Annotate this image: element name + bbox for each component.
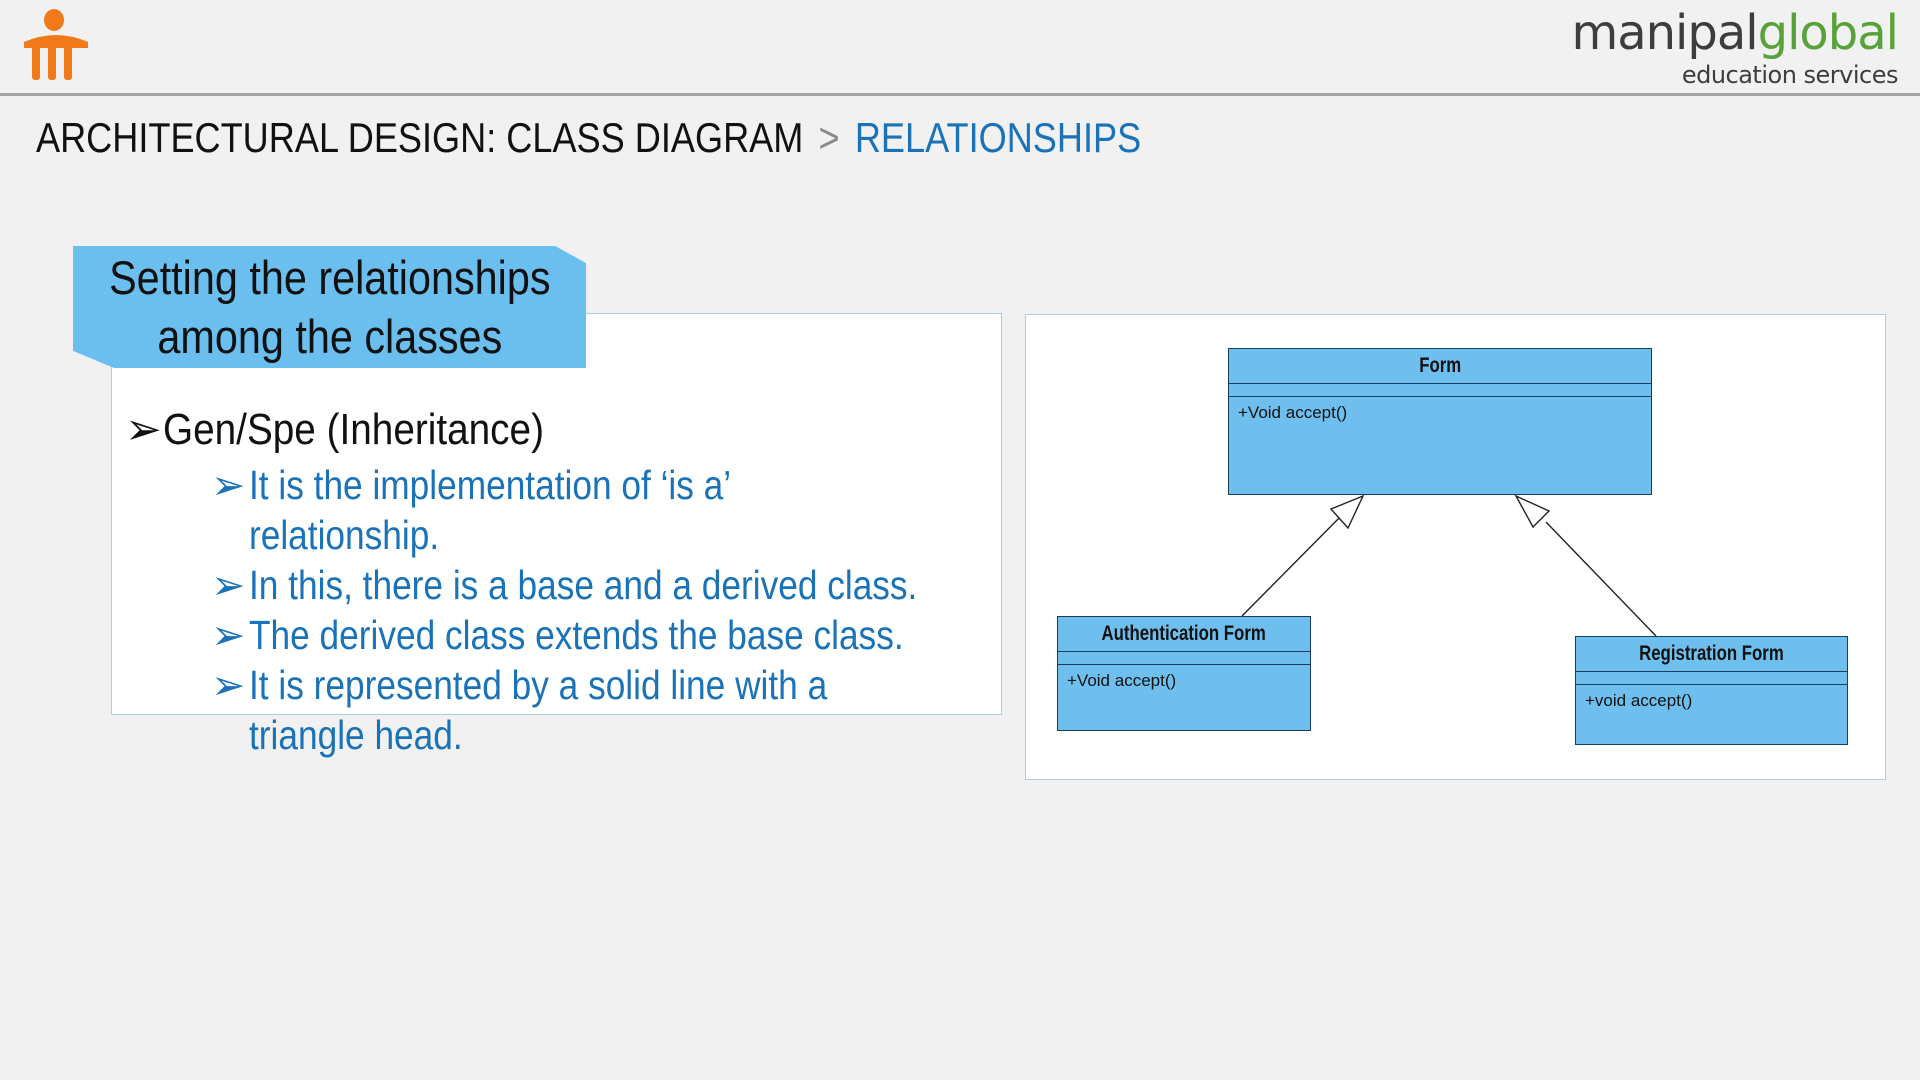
triangle-head-icon bbox=[1514, 494, 1551, 529]
page-title-main: ARCHITECTURAL DESIGN: CLASS DIAGRAM bbox=[36, 114, 804, 161]
class-operation: +Void accept() bbox=[1067, 671, 1177, 690]
class-name: Authentication Form bbox=[1101, 622, 1267, 645]
sub-bullet-text: The derived class extends the base class… bbox=[249, 612, 904, 658]
bullet-arrow-icon: ➢ bbox=[211, 562, 246, 608]
class-name: Registration Form bbox=[1639, 642, 1784, 665]
sub-bullet-list: ➢It is the implementation of ‘is a’ rela… bbox=[125, 460, 995, 760]
class-box-form: Form +Void accept() bbox=[1228, 348, 1652, 495]
class-attributes bbox=[1229, 384, 1651, 397]
sub-bullet-text: In this, there is a base and a derived c… bbox=[249, 562, 918, 608]
sub-bullet: ➢It is represented by a solid line with … bbox=[125, 660, 995, 760]
inheritance-line-authentication bbox=[1241, 508, 1349, 617]
class-operation: +void accept() bbox=[1585, 691, 1693, 710]
sub-bullet: ➢The derived class extends the base clas… bbox=[125, 610, 995, 660]
page-title-sub: RELATIONSHIPS bbox=[854, 114, 1142, 161]
triangle-head-icon bbox=[1329, 494, 1365, 530]
section-heading-line1: Setting the relationships bbox=[108, 251, 551, 304]
breadcrumb-separator: > bbox=[818, 114, 840, 161]
section-heading: Setting the relationships among the clas… bbox=[73, 246, 586, 368]
class-operation: +Void accept() bbox=[1238, 403, 1348, 422]
brand-tagline: education services bbox=[1681, 61, 1899, 89]
bullet-list: ➢Gen/Spe (Inheritance) ➢It is the implem… bbox=[125, 400, 995, 760]
bullet-arrow-icon: ➢ bbox=[211, 612, 246, 658]
class-box-registration-form: Registration Form +void accept() bbox=[1575, 636, 1848, 745]
brand-logo: manipalglobal education services bbox=[1571, 4, 1899, 89]
class-attributes bbox=[1058, 652, 1310, 665]
manipal-logo-icon bbox=[24, 9, 88, 80]
bullet-arrow-icon: ➢ bbox=[211, 662, 246, 708]
brand-secondary-text: global bbox=[1757, 5, 1899, 61]
page-title: ARCHITECTURAL DESIGN: CLASS DIAGRAM > RE… bbox=[36, 110, 1141, 166]
class-name: Form bbox=[1419, 354, 1461, 377]
slide-header: manipalglobal education services bbox=[0, 0, 1920, 96]
bullet-arrow-icon: ➢ bbox=[125, 405, 162, 454]
sub-bullet-text: It is represented by a solid line with a… bbox=[249, 662, 828, 758]
inheritance-connectors bbox=[1241, 494, 1657, 637]
sub-bullet: ➢In this, there is a base and a derived … bbox=[125, 560, 995, 610]
sub-bullet-text: It is the implementation of ‘is a’ relat… bbox=[249, 462, 730, 558]
class-attributes bbox=[1576, 672, 1847, 685]
inheritance-line-registration bbox=[1545, 521, 1657, 637]
brand-primary-text: manipal bbox=[1571, 5, 1758, 61]
section-heading-line2: among the classes bbox=[157, 310, 502, 363]
bullet-arrow-icon: ➢ bbox=[211, 462, 246, 508]
main-bullet: ➢Gen/Spe (Inheritance) bbox=[125, 400, 995, 460]
class-diagram: Form +Void accept() Authentication Form … bbox=[1025, 314, 1886, 780]
content-card bbox=[111, 313, 1002, 715]
sub-bullet: ➢It is the implementation of ‘is a’ rela… bbox=[125, 460, 995, 560]
class-box-authentication-form: Authentication Form +Void accept() bbox=[1057, 616, 1311, 731]
main-bullet-text: Gen/Spe (Inheritance) bbox=[163, 405, 544, 454]
